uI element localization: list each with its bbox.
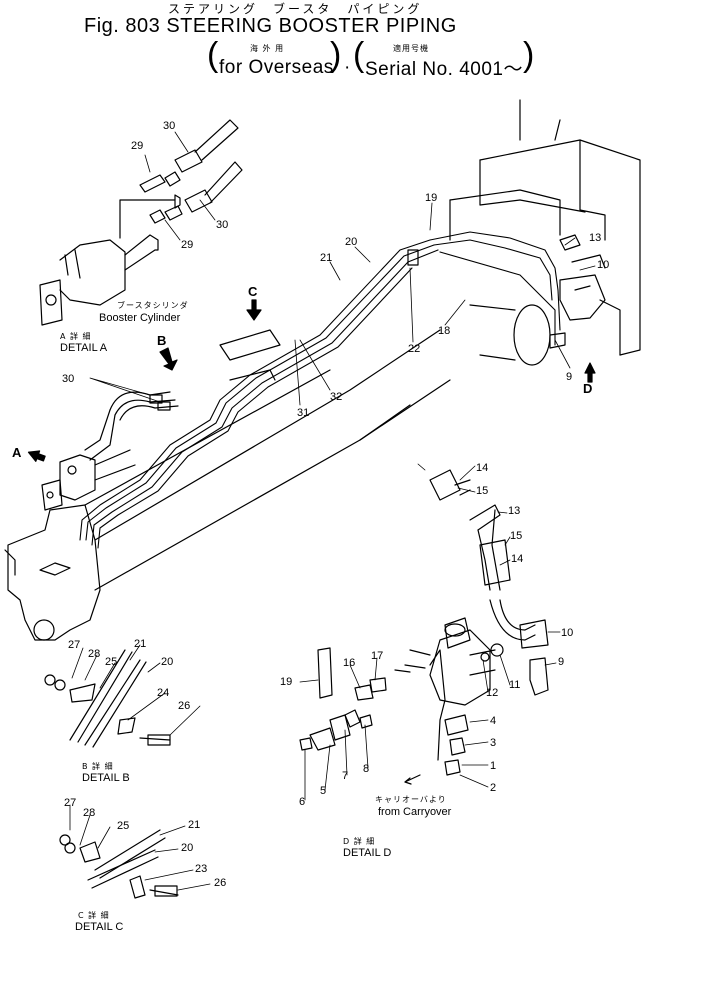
part-number-21: 21 [320,252,333,264]
part-number-10: 10 [597,259,610,271]
part-number-1: 1 [490,760,497,772]
part-number-11: 11 [509,679,521,691]
part-number-12: 12 [486,687,499,699]
paren-open-2: ( [353,36,365,74]
booster-cylinder-label-japanese: ブースタシリンダ [117,301,189,310]
part-number-17: 17 [371,650,384,662]
part-number-20: 20 [161,656,174,668]
carryover-label: from Carryover [378,806,452,818]
detail-d-drawing [299,469,549,785]
paren-open-1: ( [207,36,219,74]
part-number-14: 14 [511,553,524,565]
part-number-30: 30 [62,373,75,385]
arrow-b-label: B [157,333,167,348]
page-title: Fig. 803 STEERING BOOSTER PIPING [84,15,457,37]
detail-b-drawing [44,649,171,748]
part-number-7: 7 [342,770,349,782]
part-number-8: 8 [363,763,370,775]
title-japanese: ステアリング ブースタ パイピング [168,2,423,16]
frame-left [4,329,451,641]
region-japanese: 海 外 用 [250,44,285,53]
cylinder-hoses-left [84,391,179,461]
part-number-19: 19 [425,192,438,204]
part-number-26: 26 [178,700,191,712]
detail-a-label: DETAIL A [60,342,108,354]
part-number-18: 18 [438,325,451,337]
part-number-13: 13 [508,505,521,517]
serial-label: Serial No. 4001～ [365,59,523,80]
part-number-14: 14 [476,462,489,474]
part-number-15: 15 [476,485,489,497]
part-number-6: 6 [299,796,306,808]
frame-right [449,99,641,366]
part-number-28: 28 [88,648,101,660]
region-label: for Overseas [219,57,334,78]
carryover-label-japanese: キャリオーバより [375,795,447,804]
detail-a-label-japanese: A 詳 細 [60,332,92,341]
part-number-5: 5 [320,785,327,797]
paren-close-2: ) [523,36,535,74]
part-number-31: 31 [297,407,310,419]
part-number-10: 10 [561,627,574,639]
detail-b-label: DETAIL B [82,772,130,784]
part-number-15: 15 [510,530,523,542]
part-number-20: 20 [181,842,194,854]
part-number-4: 4 [490,715,497,727]
view-arrows [27,299,596,462]
part-number-22: 22 [408,343,421,355]
leader-lines [69,131,596,891]
part-number-27: 27 [68,639,81,651]
detail-b-label-japanese: B 詳 細 [82,762,114,771]
part-number-29: 29 [181,239,194,251]
right-fittings [407,234,606,349]
part-number-13: 13 [589,232,602,244]
arrow-d-label: D [583,381,593,396]
part-number-19: 19 [280,676,293,688]
part-number-30: 30 [163,120,176,132]
part-number-29: 29 [131,140,144,152]
part-number-2: 2 [490,782,497,794]
part-number-20: 20 [345,236,358,248]
booster-cylinder-a [41,449,136,511]
part-number-30: 30 [216,219,229,231]
part-number-24: 24 [157,687,170,699]
pipe-runs [79,231,561,549]
part-number-27: 27 [64,797,77,809]
detail-a-drawing [39,119,243,326]
arrow-c-label: C [248,284,258,299]
detail-d-label-japanese: D 詳 細 [343,837,376,846]
part-number-21: 21 [134,638,147,650]
detail-d-label: DETAIL D [343,847,392,859]
part-number-9: 9 [566,371,573,383]
detail-c-drawing [59,829,179,899]
arrow-a-label: A [12,445,22,460]
part-number-28: 28 [83,807,96,819]
part-number-26: 26 [214,877,227,889]
part-number-25: 25 [117,820,130,832]
part-number-21: 21 [188,819,201,831]
separator-dot: · [344,57,351,78]
part-number-16: 16 [343,657,356,669]
detail-c-label: DETAIL C [75,921,124,933]
part-number-3: 3 [490,737,497,749]
part-number-25: 25 [105,656,118,668]
paren-close-1: ) [330,36,342,74]
serial-japanese: 適用号機 [393,44,429,53]
part-number-23: 23 [195,863,208,875]
part-number-32: 32 [330,391,343,403]
detail-c-label-japanese: C 詳 細 [78,911,110,920]
booster-cylinder-label: Booster Cylinder [99,312,181,324]
part-number-9: 9 [558,656,565,668]
